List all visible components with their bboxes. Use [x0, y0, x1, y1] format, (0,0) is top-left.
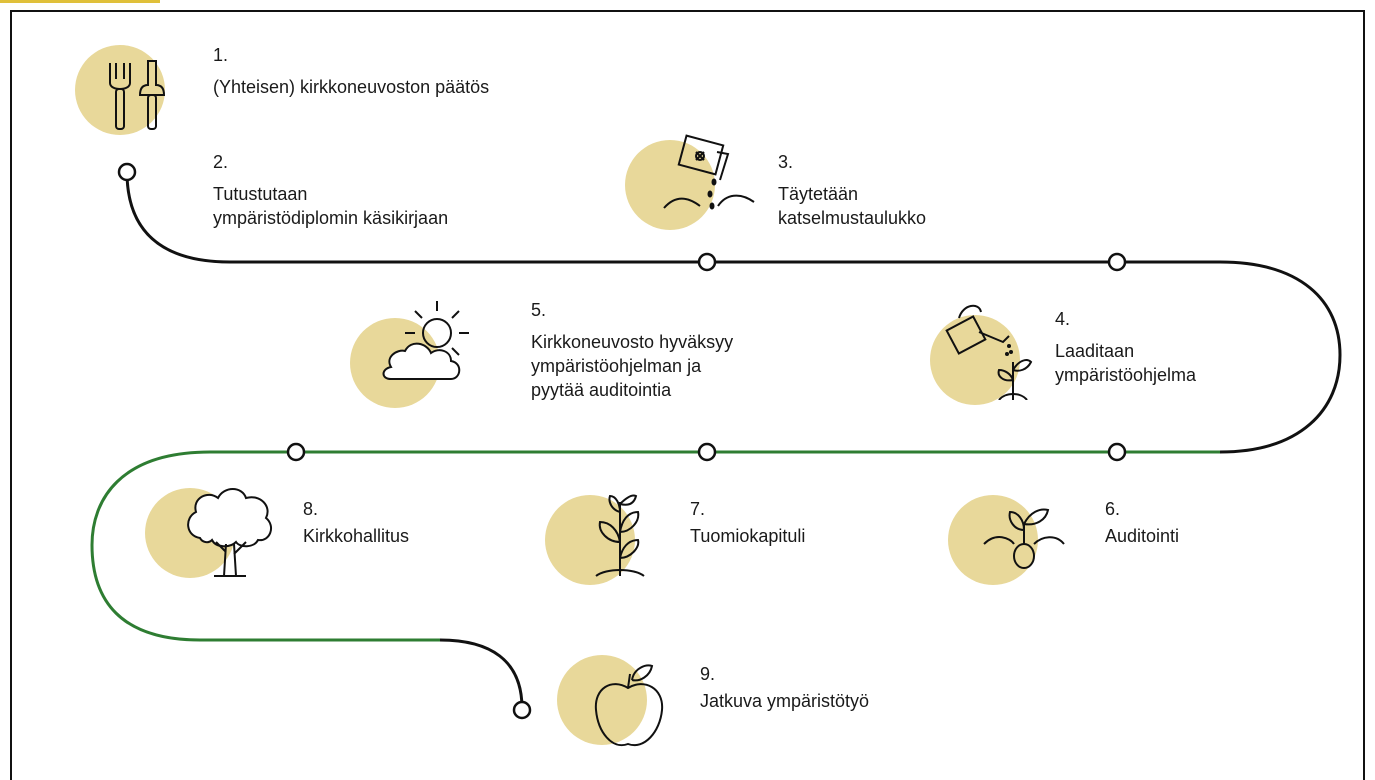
step-2-text: Tutustutaan ympäristödiplomin käsikirjaa… [213, 184, 449, 228]
step-3-number: 3. [778, 152, 794, 172]
step-8-text: Kirkkohallitus [303, 526, 410, 546]
sun-cloud-icon [382, 301, 469, 380]
step-3-text: Täytetään katselmustaulukko [778, 184, 927, 228]
path-segment-green [90, 450, 1220, 642]
path-segment-dark [125, 171, 1342, 454]
step-5-text: Kirkkoneuvosto hyväksyy ympäristöohjelma… [531, 332, 734, 400]
corner-accent [0, 0, 160, 3]
watering-can-icon [945, 304, 1033, 400]
young-plant-icon [595, 494, 645, 577]
step-2-number: 2. [213, 152, 229, 172]
step-4-circle [930, 315, 1020, 405]
step-6-text: Auditointi [1105, 526, 1180, 546]
garden-tools-icon [109, 60, 166, 130]
diagram-frame [10, 10, 1365, 780]
step-4-text: Laaditaan ympäristöohjelma [1055, 341, 1197, 385]
path-node [697, 252, 717, 272]
apple-icon [594, 664, 664, 747]
sprout-icon [983, 508, 1065, 569]
step-8-number: 8. [303, 499, 319, 519]
path-node [1107, 442, 1127, 462]
step-7-number: 7. [690, 499, 706, 519]
seed-packet-icon [663, 134, 755, 210]
tree-icon [187, 488, 273, 577]
step-7-text: Tuomiokapituli [690, 526, 806, 546]
step-6-number: 6. [1105, 499, 1121, 519]
path-node [117, 162, 137, 182]
step-1-number: 1. [213, 45, 229, 65]
step-1-text: (Yhteisen) kirkkoneuvoston päätös [213, 77, 490, 97]
step-4-number: 4. [1055, 309, 1071, 329]
step-5-number: 5. [531, 300, 547, 320]
step-9-number: 9. [700, 664, 716, 684]
path-node [697, 442, 717, 462]
path-segment-tail [439, 638, 524, 709]
path-node [1107, 252, 1127, 272]
path-node [286, 442, 306, 462]
step-9-text: Jatkuva ympäristötyö [700, 691, 870, 711]
path-node [512, 700, 532, 720]
